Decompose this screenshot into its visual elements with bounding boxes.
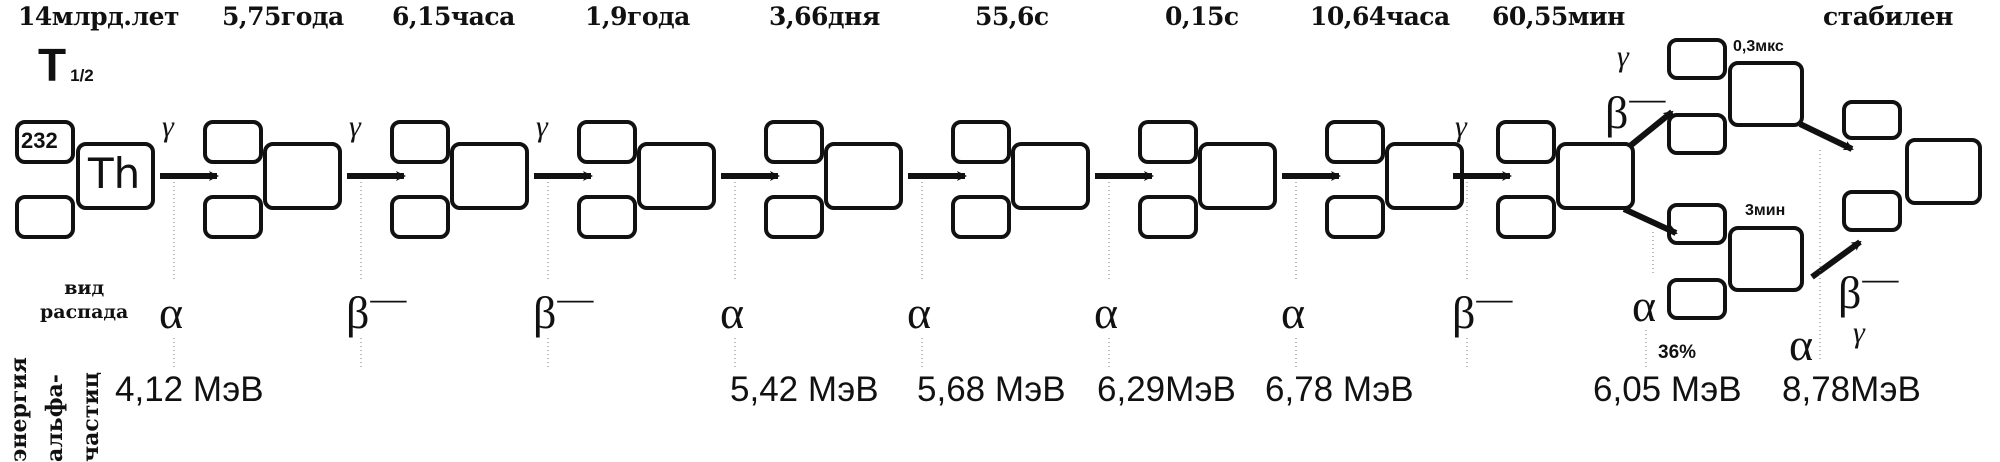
gamma-symbol: γ	[536, 110, 548, 143]
mass-number-box	[1667, 203, 1727, 245]
element-box	[1728, 226, 1804, 292]
atomic-number-box	[764, 195, 824, 239]
alpha-energy: 6,78 МэВ	[1265, 370, 1414, 409]
element-box	[450, 142, 529, 210]
alpha-energy: 5,68 МэВ	[917, 370, 1066, 409]
final-beta-gamma: γ	[1853, 316, 1865, 349]
mass-number-box	[1325, 120, 1385, 164]
decay-type-symbol: α	[720, 287, 745, 338]
atomic-number-box	[951, 195, 1011, 239]
mass-number-box	[15, 120, 75, 164]
atomic-number-box	[390, 195, 450, 239]
final-alpha-energy: 8,78МэВ	[1782, 370, 1921, 409]
decay-type-symbol: β—	[533, 278, 594, 338]
mass-number-box	[1138, 120, 1198, 164]
branch-arrow-upper	[1628, 109, 1674, 149]
branch-lower-energy: 6,05 МэВ	[1593, 370, 1742, 409]
atomic-number-box	[1325, 195, 1385, 239]
alpha-energy: 5,42 МэВ	[730, 370, 879, 409]
alpha-energy: 4,12 МэВ	[115, 370, 264, 409]
final-alpha-decay: α	[1789, 319, 1814, 370]
mass-number-box	[951, 120, 1011, 164]
gamma-symbol: γ	[1455, 110, 1467, 143]
branch-arrow-lower	[1622, 206, 1678, 236]
atomic-number-box	[1842, 190, 1902, 232]
half-life-value: 0,15с	[1165, 2, 1239, 31]
mass-number-box	[577, 120, 637, 164]
gamma-symbol: γ	[162, 110, 174, 143]
decay-type-symbol: β—	[1452, 278, 1513, 338]
mass-number-box	[390, 120, 450, 164]
final-arrow-alpha	[1798, 121, 1854, 152]
decay-type-label: вид распада	[40, 276, 128, 324]
element-box	[637, 142, 716, 210]
atomic-number-box	[203, 195, 263, 239]
half-life-value: 6,15часа	[392, 2, 515, 31]
atomic-number-box	[1138, 195, 1198, 239]
decay-type-label-line: вид	[64, 277, 105, 299]
half-life-value: 5,75года	[222, 2, 344, 31]
element-box	[1556, 142, 1635, 210]
decay-type-symbol: α	[159, 287, 184, 338]
mass-number-box	[1667, 38, 1727, 80]
stable-label: стабилен	[1823, 2, 1953, 31]
mass-number-box	[1842, 100, 1902, 140]
branch-upper-gamma: γ	[1617, 40, 1629, 73]
element-box	[824, 142, 903, 210]
element-symbol: Th	[88, 149, 141, 198]
element-box	[1198, 142, 1277, 210]
half-life-value: 10,64часа	[1310, 2, 1450, 31]
half-life-value: 3,66дня	[769, 2, 880, 31]
branch-upper-decay: β—	[1605, 78, 1666, 138]
half-life-value: 60,55мин	[1492, 2, 1625, 31]
energy-label-line: энергия	[6, 357, 32, 462]
mass-number-box	[1496, 120, 1556, 164]
element-box	[1385, 142, 1464, 210]
half-life-subscript: 1/2	[70, 66, 94, 85]
mass-number: 232	[21, 128, 58, 153]
atomic-number-box	[1667, 278, 1727, 320]
decay-type-label-line: распада	[40, 301, 129, 323]
final-arrow-beta	[1810, 239, 1862, 280]
energy-label-line: частиц	[78, 372, 104, 462]
half-life-value: 14млрд.лет	[18, 2, 180, 31]
atomic-number-box	[15, 195, 75, 239]
branch-upper-half-life: 0,3мкс	[1733, 38, 1784, 55]
final-beta-decay: β—	[1838, 258, 1899, 318]
element-box	[76, 142, 155, 210]
branch-lower-half-life: 3мин	[1745, 202, 1786, 219]
branch-lower-percent: 36%	[1658, 342, 1697, 363]
element-box	[1728, 61, 1804, 127]
half-life-value: 55,6с	[975, 2, 1049, 31]
atomic-number-box	[1667, 113, 1727, 155]
energy-label-line: альфа-	[42, 374, 68, 462]
half-life-symbol: T	[38, 39, 67, 91]
decay-type-symbol: α	[1094, 287, 1119, 338]
decay-type-symbol: α	[1281, 287, 1306, 338]
decay-type-symbol: β—	[346, 278, 407, 338]
element-box	[263, 142, 342, 210]
mass-number-box	[764, 120, 824, 164]
atomic-number-box	[577, 195, 637, 239]
mass-number-box	[203, 120, 263, 164]
gamma-symbol: γ	[349, 110, 361, 143]
branch-lower-decay: α	[1632, 280, 1657, 331]
half-life-value: 1,9года	[585, 2, 690, 31]
element-box	[1011, 142, 1090, 210]
alpha-energy: 6,29МэВ	[1097, 370, 1236, 409]
element-box	[1905, 138, 1982, 205]
decay-type-symbol: α	[907, 287, 932, 338]
atomic-number-box	[1496, 195, 1556, 239]
